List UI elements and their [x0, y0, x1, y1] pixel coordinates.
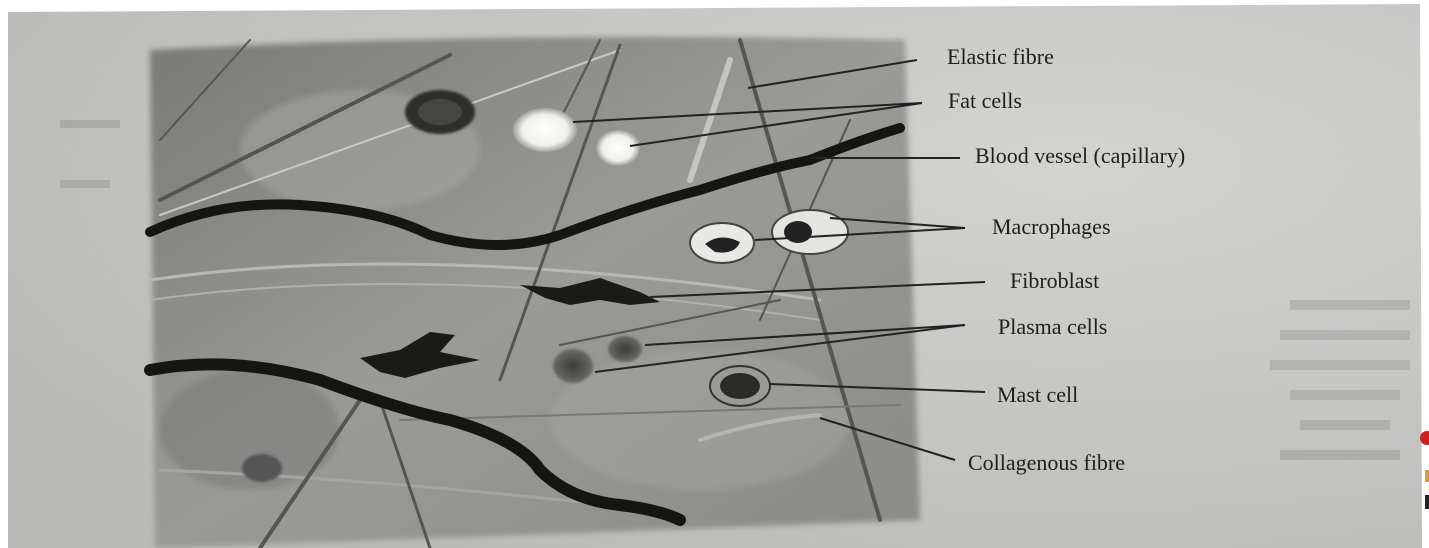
label-macrophages: Macrophages [992, 216, 1111, 238]
label-blood-vessel: Blood vessel (capillary) [975, 145, 1185, 167]
label-collagenous-fibre: Collagenous fibre [968, 452, 1125, 474]
label-fat-cells: Fat cells [948, 90, 1022, 112]
label-elastic-fibre: Elastic fibre [947, 46, 1054, 68]
label-fibroblast: Fibroblast [1010, 270, 1099, 292]
edge-mark-orange [1425, 470, 1429, 482]
label-mast-cell: Mast cell [997, 384, 1078, 406]
edge-mark-dark [1425, 495, 1429, 509]
label-plasma-cells: Plasma cells [998, 316, 1107, 338]
adipocyte-nucleus-cell [405, 90, 475, 134]
mast-cell [710, 366, 770, 406]
small-cell [242, 454, 282, 482]
